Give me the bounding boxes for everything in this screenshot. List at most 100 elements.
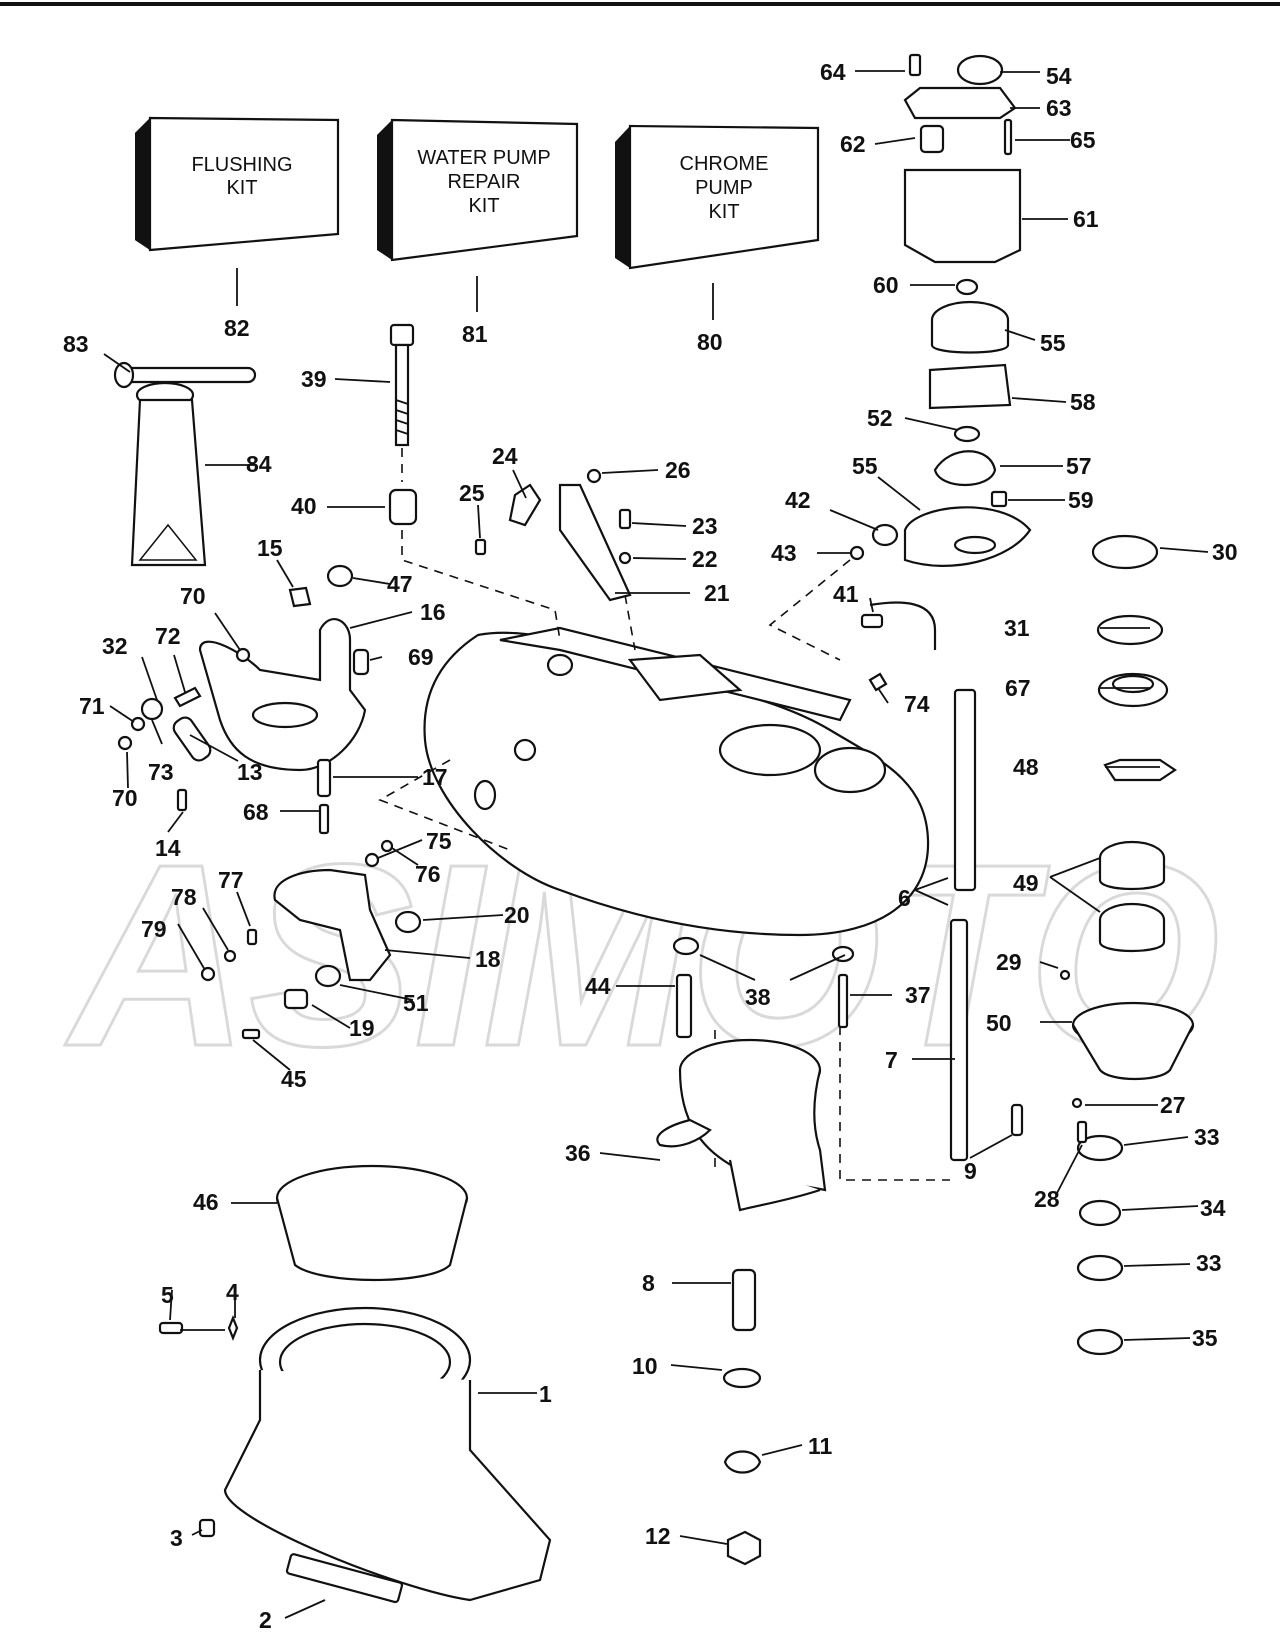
chrome-kit-label-3: KIT [708, 201, 739, 223]
callout-4: 4 [226, 1279, 239, 1305]
screw-23 [618, 508, 632, 530]
callout-28: 28 [1034, 1186, 1060, 1212]
pin-4 [227, 1315, 239, 1341]
spacer-40 [388, 488, 418, 526]
callout-63: 63 [1046, 95, 1072, 121]
callout-17: 17 [422, 764, 448, 790]
chrome-kit-label-2: PUMP [695, 177, 753, 199]
washer-38-left [672, 936, 700, 956]
callout-36: 36 [565, 1140, 591, 1166]
callout-21: 21 [704, 580, 730, 606]
nut-70-top [235, 647, 251, 663]
callout-47: 47 [387, 571, 413, 597]
screw-5 [158, 1321, 184, 1335]
callout-60: 60 [873, 272, 899, 298]
callout-71: 71 [79, 693, 105, 719]
callout-3: 3 [170, 1525, 183, 1551]
callout-68: 68 [243, 799, 269, 825]
callout-20: 20 [504, 902, 530, 928]
callout-7: 7 [885, 1047, 898, 1073]
screw-77 [246, 928, 258, 946]
callout-11: 11 [808, 1433, 833, 1459]
pump-housing [423, 626, 930, 937]
callout-5: 5 [161, 1282, 174, 1308]
impeller-36 [656, 1038, 827, 1212]
callout-13: 13 [237, 759, 263, 785]
callout-49: 49 [1013, 870, 1039, 896]
callout-33: 33 [1196, 1250, 1222, 1276]
nut-70 [117, 735, 133, 751]
callout-14: 14 [155, 835, 181, 861]
washer-78 [223, 949, 237, 963]
callout-41: 41 [833, 581, 859, 607]
pin-8 [731, 1268, 757, 1332]
callout-61: 61 [1073, 206, 1099, 232]
callout-50: 50 [986, 1010, 1012, 1036]
callout-8: 8 [642, 1270, 655, 1296]
intake-housing-1 [223, 1306, 552, 1602]
washer-22 [618, 551, 632, 565]
washer-10 [722, 1367, 762, 1389]
spring-17 [316, 758, 332, 798]
chrome-kit-label-1: CHROME [680, 153, 769, 175]
screw-42 [871, 523, 899, 547]
callout-45: 45 [281, 1066, 307, 1092]
part-67 [352, 648, 370, 676]
callout-59: 59 [1068, 487, 1094, 513]
callout-81: 81 [462, 321, 488, 347]
callout-79: 79 [141, 916, 167, 942]
washer-71 [130, 716, 146, 732]
tab-washer-11 [723, 1450, 762, 1474]
washer-43 [849, 545, 865, 561]
hose-fitting-41 [860, 613, 884, 629]
drive-shaft [949, 688, 1024, 1162]
nut-75 [364, 852, 380, 868]
callout-62: 62 [840, 131, 866, 157]
steering-plate-18 [273, 868, 392, 982]
callout-22: 22 [692, 546, 718, 572]
callout-37: 37 [905, 982, 931, 1008]
wear-ring-46 [275, 1164, 469, 1282]
fitting-69 [173, 686, 202, 708]
callout-32: 67 [1005, 675, 1031, 701]
nut-26 [586, 468, 602, 484]
callout-26: 26 [665, 457, 691, 483]
callout-70: 70 [112, 785, 138, 811]
callout-52: 52 [867, 405, 893, 431]
callout-16: 16 [420, 599, 446, 625]
part-15 [288, 586, 312, 608]
callout-39: 39 [301, 366, 327, 392]
callout-74: 74 [904, 691, 930, 717]
washer-76 [380, 839, 394, 853]
fitting-74 [868, 672, 888, 692]
callout-64: 64 [820, 59, 846, 85]
part-19 [283, 988, 309, 1010]
callout-80: 80 [697, 329, 723, 355]
callout-18: 18 [475, 946, 501, 972]
nut-79 [200, 966, 216, 982]
callout-72: 32 [102, 633, 128, 659]
callout-29: 29 [996, 949, 1022, 975]
water-pump-stack [903, 53, 1032, 567]
callout-54: 54 [1046, 63, 1072, 89]
chrome-pump-kit-box: CHROME PUMP KIT [615, 124, 820, 320]
callout-83: 83 [63, 331, 89, 357]
leader-lines [103, 70, 1209, 1619]
callout-82: 82 [224, 315, 250, 341]
bolt-44 [675, 973, 693, 1039]
bolt-39 [389, 323, 415, 447]
washer-47 [326, 564, 354, 588]
screw-25 [474, 538, 487, 556]
callout-44: 44 [585, 973, 611, 999]
callout-76: 76 [415, 861, 441, 887]
callout-78: 78 [171, 884, 197, 910]
callout-38: 38 [745, 984, 771, 1010]
callout-23: 23 [692, 513, 718, 539]
flushing-kit-box: FLUSHING KIT [135, 116, 340, 306]
callout-70-top: 70 [180, 583, 206, 609]
callout-51: 51 [403, 990, 429, 1016]
callout-55: 55 [852, 453, 878, 479]
right-column-parts [1059, 534, 1195, 1356]
flushing-kit-label-1: FLUSHING [191, 154, 292, 176]
